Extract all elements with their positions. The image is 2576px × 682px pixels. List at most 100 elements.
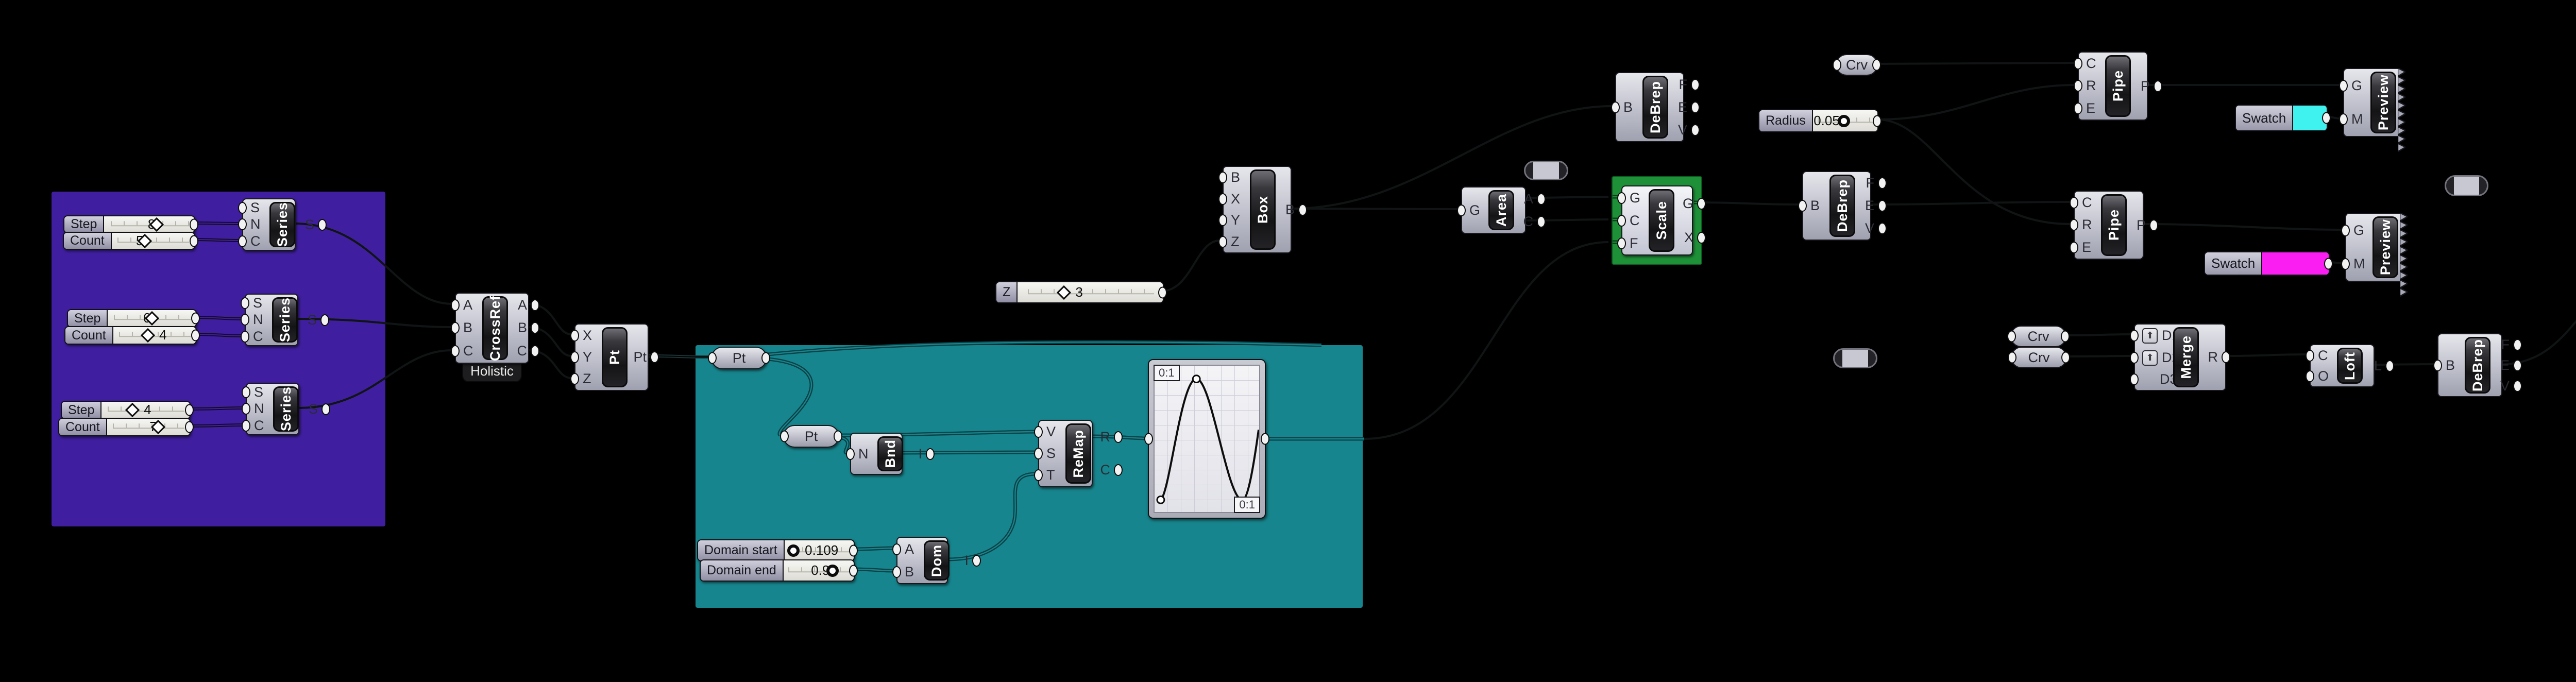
input-nub[interactable] xyxy=(1218,214,1227,227)
port-in[interactable]: C xyxy=(238,234,261,248)
port-in[interactable]: G xyxy=(1457,203,1480,217)
node-pipe-1[interactable]: C R E Pipe P xyxy=(2074,52,2162,121)
port-in[interactable]: F xyxy=(1617,236,1638,250)
port-in[interactable]: R xyxy=(2070,218,2092,232)
output-nub[interactable] xyxy=(1878,177,1887,190)
output-nub[interactable] xyxy=(190,235,198,247)
output-nub[interactable] xyxy=(834,430,842,442)
port-in[interactable]: Z xyxy=(1218,234,1240,249)
node-badge[interactable]: ReMap xyxy=(1065,423,1091,484)
node-pipe-2[interactable]: C R E Pipe P xyxy=(2070,191,2158,260)
port-out[interactable]: S xyxy=(308,313,329,327)
node-badge[interactable]: Bnd xyxy=(877,436,903,471)
param-capsule-pt-1[interactable]: Pt xyxy=(708,347,770,369)
output-nub[interactable] xyxy=(1158,286,1167,298)
port-in[interactable]: C xyxy=(1617,213,1640,228)
port-in[interactable]: Y xyxy=(570,350,592,364)
input-nub[interactable] xyxy=(2339,113,2348,125)
port-out[interactable]: V xyxy=(1678,123,1700,137)
port-in[interactable]: X xyxy=(570,328,592,343)
input-nub[interactable] xyxy=(708,352,717,364)
port-in[interactable]: S xyxy=(1034,446,1056,461)
port-out[interactable]: Pt xyxy=(633,350,659,364)
port-in[interactable]: S xyxy=(238,200,260,215)
port-in[interactable]: O xyxy=(2306,369,2329,383)
output-nub[interactable] xyxy=(1691,124,1700,136)
node-badge[interactable]: Series xyxy=(273,386,299,432)
port-in[interactable]: D3 xyxy=(2130,372,2178,386)
output-nub[interactable] xyxy=(2222,351,2230,363)
port-out[interactable]: G xyxy=(1683,196,1706,211)
output-nub[interactable] xyxy=(1537,215,1546,228)
slider-domain-start[interactable]: Domain start 0.109 xyxy=(697,539,858,561)
port-out[interactable]: S xyxy=(305,217,327,232)
output-nub[interactable] xyxy=(926,448,935,460)
port-in[interactable]: C xyxy=(2074,57,2096,71)
port-out[interactable]: R xyxy=(1100,430,1123,444)
port-out[interactable]: P xyxy=(2141,79,2162,93)
swatch-color[interactable] xyxy=(2293,106,2327,130)
input-nub[interactable] xyxy=(892,566,901,578)
port-in[interactable]: S xyxy=(242,385,263,399)
port-out[interactable]: F xyxy=(1866,176,1887,190)
input-nub[interactable] xyxy=(2341,258,2350,270)
graph-grip[interactable] xyxy=(1192,374,1201,384)
output-nub[interactable] xyxy=(321,403,330,415)
slider-radius[interactable]: Radius 0.05 xyxy=(1758,109,1882,132)
output-nub[interactable] xyxy=(1697,197,1706,210)
input-nub[interactable] xyxy=(1611,101,1620,113)
slider-step-b[interactable]: Step 6 xyxy=(67,309,200,328)
slider-track[interactable]: 6 xyxy=(108,310,200,327)
output-nub[interactable] xyxy=(531,322,539,334)
input-nub[interactable] xyxy=(2070,219,2078,231)
input-nub[interactable] xyxy=(1218,193,1227,205)
input-nub[interactable] xyxy=(238,235,247,248)
slider-track[interactable]: 0.109 xyxy=(784,540,858,560)
swatch-magenta[interactable]: Swatch xyxy=(2204,251,2333,276)
port-in[interactable]: N xyxy=(238,217,261,231)
node-badge[interactable]: DeBrep xyxy=(1642,76,1668,139)
node-badge[interactable]: Area xyxy=(1488,190,1514,230)
node-crossref[interactable]: A B C CrossRef A B C xyxy=(451,293,539,364)
input-nub[interactable] xyxy=(2074,102,2082,114)
input-nub[interactable] xyxy=(1034,425,1043,438)
port-in[interactable]: C xyxy=(2306,348,2328,363)
port-in[interactable]: G xyxy=(2341,224,2364,237)
output-nub[interactable] xyxy=(1878,222,1887,234)
input-nub[interactable] xyxy=(2007,330,2016,343)
output-nub[interactable] xyxy=(191,329,200,342)
input-nub[interactable] xyxy=(1144,433,1153,445)
node-debrep-1[interactable]: B DeBrep F E V xyxy=(1611,72,1700,142)
swatch-color[interactable] xyxy=(2262,252,2329,275)
node-badge[interactable]: DeBrep xyxy=(2465,337,2490,394)
node-merge[interactable]: ⬆D1 ⬆D2 D3 Merge R xyxy=(2130,323,2230,391)
input-nub[interactable] xyxy=(242,420,250,432)
slider-knob[interactable] xyxy=(125,402,140,418)
port-out[interactable]: E xyxy=(1678,100,1700,114)
slider-domain-end[interactable]: Domain end 0.9 xyxy=(700,559,858,582)
node-badge[interactable]: Box xyxy=(1250,169,1276,250)
port-out[interactable]: V xyxy=(1865,221,1887,235)
input-nub[interactable] xyxy=(1218,172,1227,184)
param-capsule-crv-2[interactable]: Crv xyxy=(2008,347,2070,368)
output-nub[interactable] xyxy=(1537,193,1546,205)
slider-knob[interactable] xyxy=(1837,114,1850,127)
node-scale[interactable]: G C F Scale G X xyxy=(1617,185,1706,255)
input-nub[interactable] xyxy=(1034,469,1043,482)
input-nub[interactable] xyxy=(780,430,789,442)
output-nub[interactable] xyxy=(2324,258,2333,269)
node-preview-1[interactable]: G M Preview xyxy=(2339,68,2405,152)
input-nub[interactable] xyxy=(2070,197,2078,209)
param-capsule-crv-1[interactable]: Crv xyxy=(2007,326,2070,347)
port-out[interactable]: F xyxy=(1679,77,1700,92)
output-nub[interactable] xyxy=(1114,431,1123,444)
port-in[interactable]: B xyxy=(892,565,914,579)
port-out[interactable]: E xyxy=(2500,358,2522,372)
input-nub[interactable] xyxy=(1218,235,1227,248)
output-nub[interactable] xyxy=(2149,219,2158,231)
port-in[interactable]: X xyxy=(1218,192,1240,206)
node-loft[interactable]: C O Loft L xyxy=(2306,344,2394,387)
node-series-1[interactable]: S N C Series S xyxy=(238,198,327,251)
slider-knob[interactable] xyxy=(1057,285,1072,300)
